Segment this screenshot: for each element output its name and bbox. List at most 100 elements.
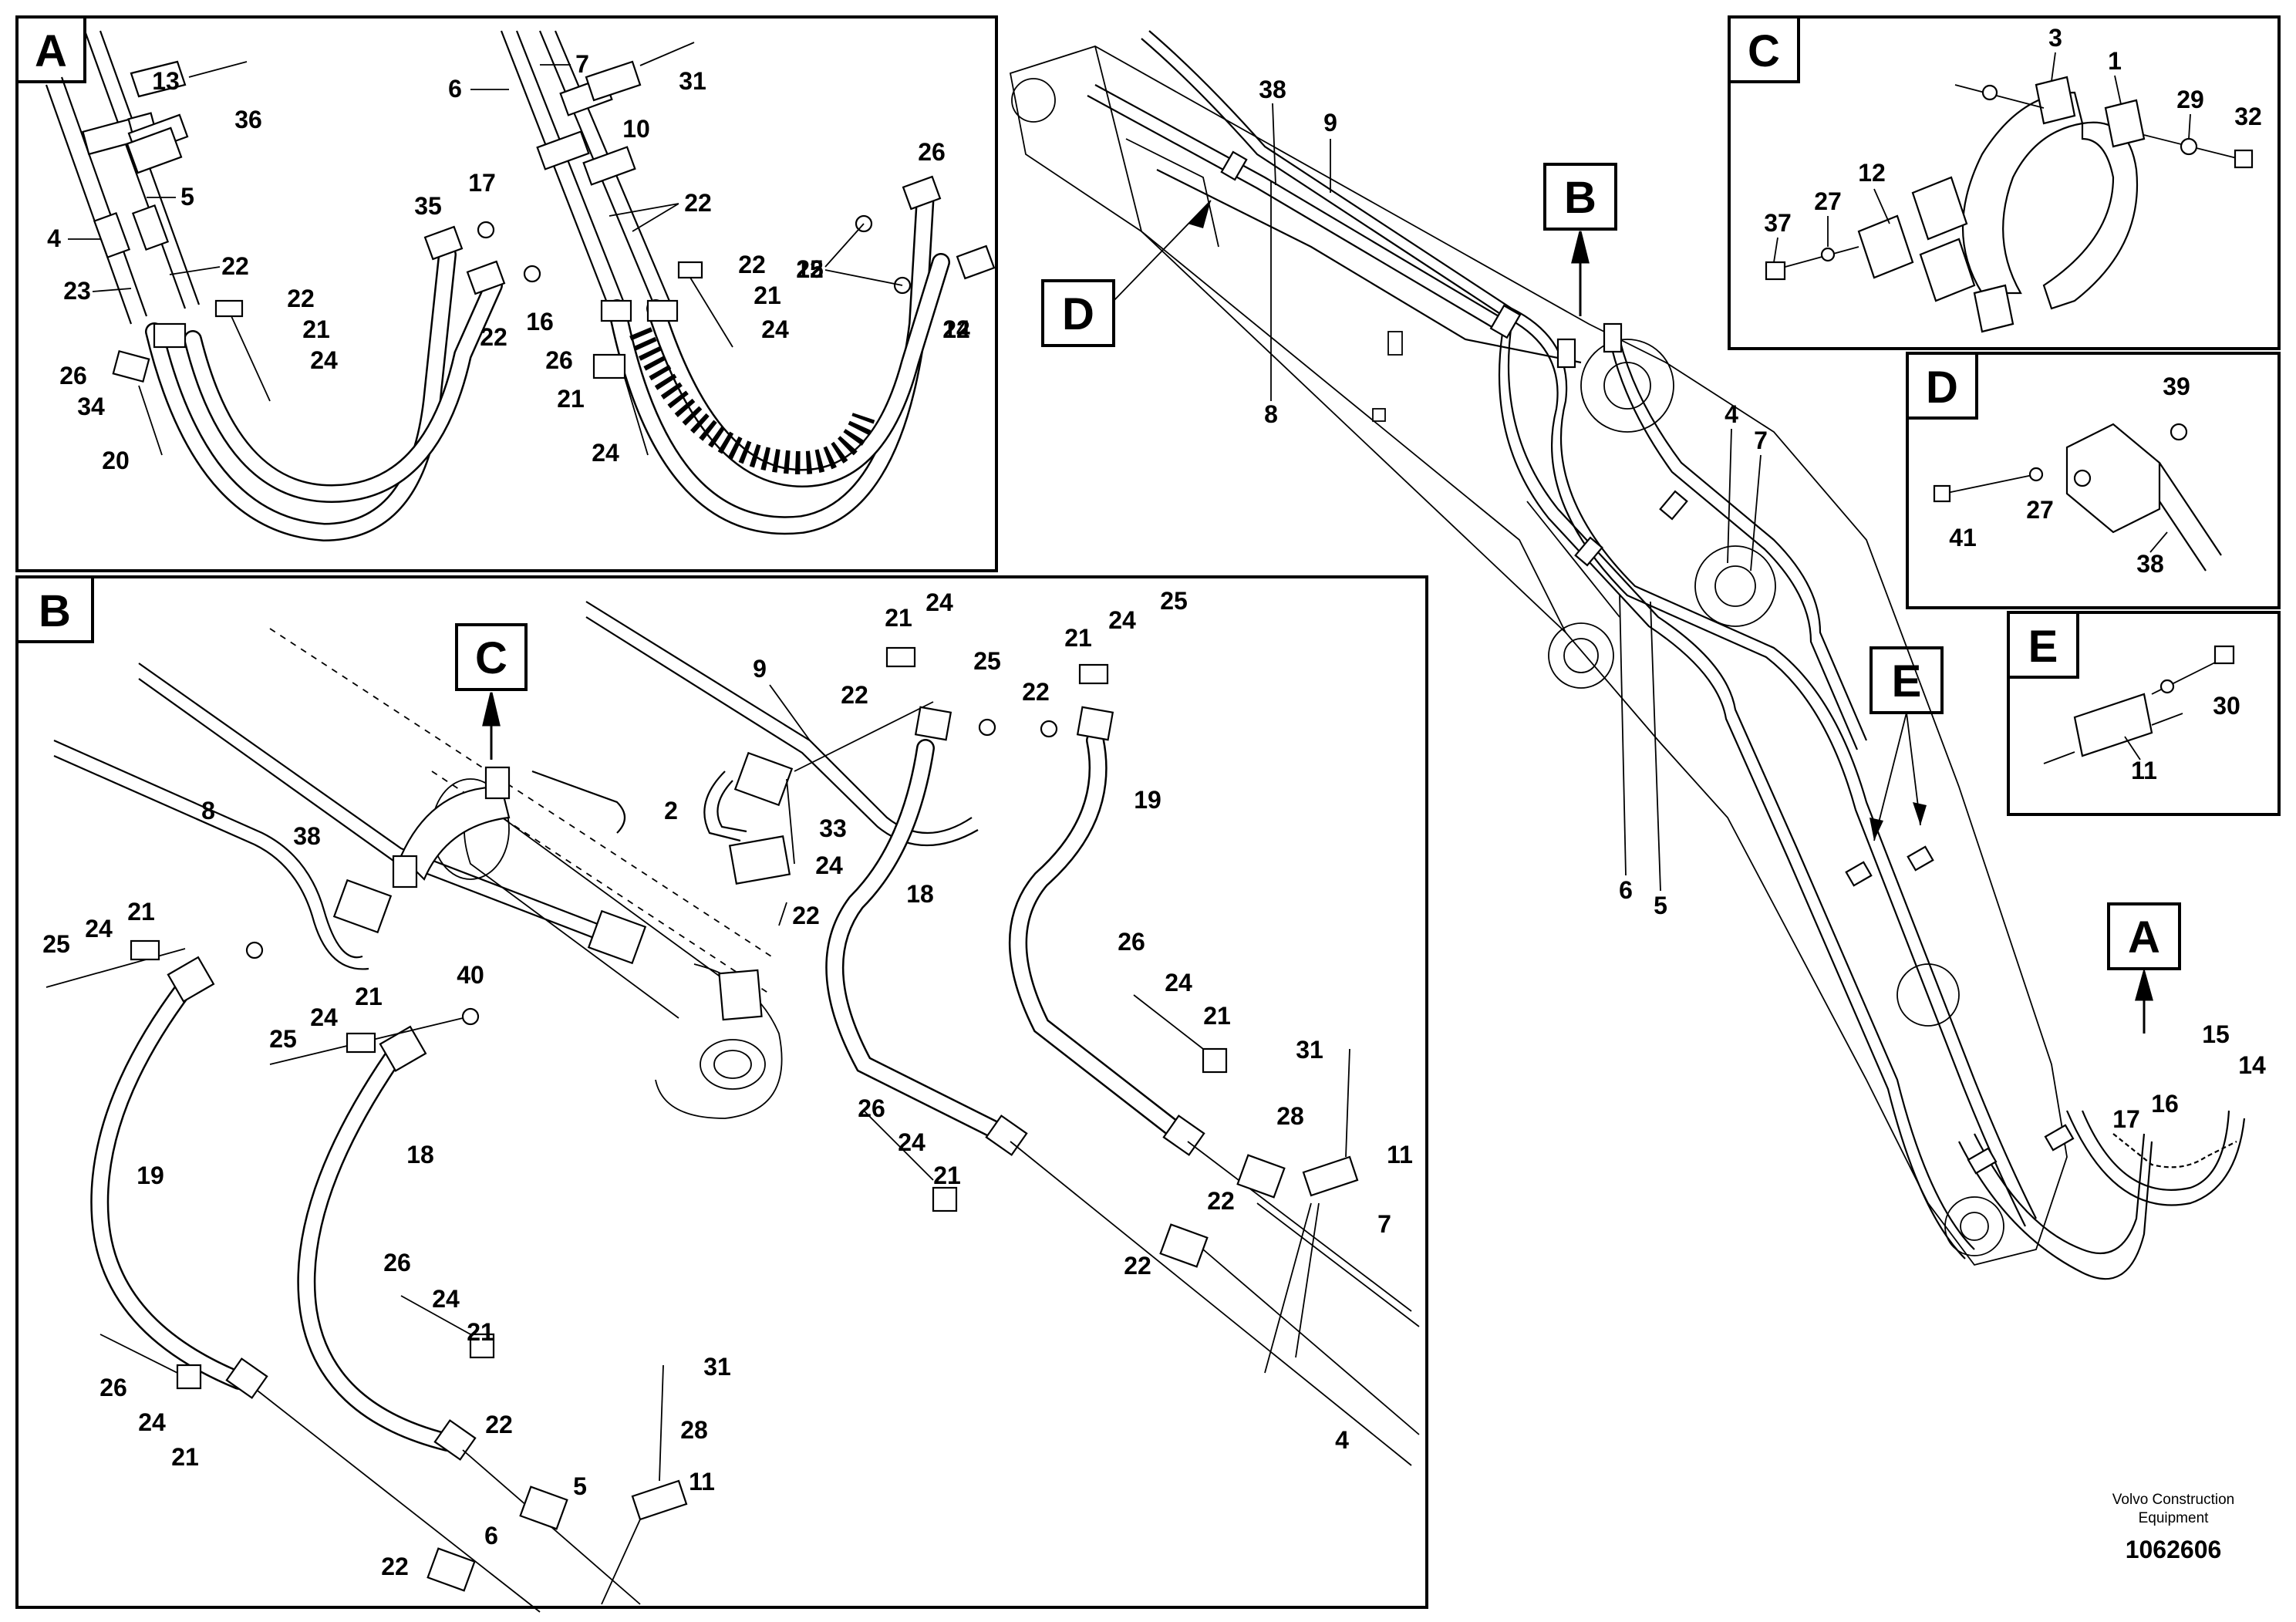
flange-2	[733, 751, 794, 807]
clamp	[536, 130, 590, 170]
callout: 38	[293, 822, 321, 850]
callout: 27	[1814, 187, 1842, 215]
boom-plate	[1125, 138, 1219, 248]
o-ring	[1040, 720, 1058, 738]
pipe-clamp	[426, 1547, 476, 1592]
callout: 31	[703, 1353, 731, 1381]
leader	[601, 1519, 641, 1605]
callout: 31	[1296, 1036, 1323, 1064]
o-ring	[245, 941, 264, 959]
leader	[1264, 1202, 1320, 1374]
overview-clamp	[1574, 536, 1603, 567]
callout: 19	[1134, 786, 1161, 814]
elbow-15	[902, 175, 942, 211]
callout: 22	[1124, 1252, 1151, 1280]
callout: 24	[85, 915, 113, 943]
flange	[332, 878, 393, 934]
hose-ferrule	[433, 1419, 477, 1461]
elbow	[914, 706, 952, 741]
callout: 6	[448, 75, 462, 103]
bolt-26	[400, 1295, 471, 1335]
callout: 15	[796, 255, 824, 283]
view-b-label: B	[39, 586, 71, 636]
o-ring-22	[477, 221, 495, 239]
callout: 22	[684, 189, 712, 217]
clamp-half-11	[631, 1479, 688, 1521]
boom-bracket	[1387, 331, 1403, 356]
elbow	[1076, 706, 1114, 741]
elbow	[379, 1025, 427, 1072]
callout: 34	[77, 393, 105, 420]
overview-hose	[1974, 1133, 2146, 1255]
overview-pipe	[1618, 339, 1868, 741]
callout: 25	[269, 1025, 297, 1053]
clamp-21	[1202, 1047, 1228, 1074]
hose-19	[90, 978, 248, 1390]
callout: 14	[2238, 1051, 2266, 1079]
detail-view-c: C 3 1 29 32 12 27 37	[1728, 15, 2281, 350]
pipe	[60, 76, 148, 317]
boom-pin	[1011, 78, 1056, 123]
brand-line-1: Volvo Construction	[2112, 1492, 2234, 1508]
callout: 6	[484, 1522, 498, 1549]
spring-guard	[629, 327, 875, 475]
clamp-tab	[1973, 284, 2014, 333]
bolt-36	[188, 61, 248, 78]
callout: 22	[738, 251, 766, 278]
callout: 17	[468, 169, 496, 197]
view-ref-a-letter: A	[2128, 912, 2160, 963]
callout: 26	[383, 1249, 411, 1276]
bolt-26	[863, 1110, 934, 1181]
detail-view-e: E 30 11	[2007, 611, 2281, 816]
clamp-half-13	[126, 126, 183, 174]
fitting-34	[112, 349, 150, 383]
cylinder-eye	[700, 1039, 766, 1090]
bolt-31	[659, 1364, 664, 1482]
bolt-line	[1954, 84, 2045, 109]
pipe	[254, 1388, 541, 1613]
detail-view-d: D 39 27 41 38	[1906, 352, 2281, 609]
clamp-tab	[2104, 99, 2146, 148]
boom-outline	[1009, 46, 2068, 1266]
callout: 21	[754, 282, 781, 309]
overview-pipe	[1610, 348, 1859, 750]
callout: 26	[1118, 928, 1145, 956]
clamp-block	[2065, 423, 2161, 534]
bolt-26	[624, 377, 649, 456]
view-d-frame	[1906, 352, 2281, 609]
block-12	[1857, 214, 1914, 279]
callout: 17	[2112, 1105, 2140, 1133]
overview-hose	[1958, 1141, 2153, 1280]
view-ref-a: A	[2107, 902, 2181, 1034]
hose	[646, 253, 950, 488]
clamp-tab	[2035, 76, 2076, 125]
pipe-38	[531, 770, 626, 834]
clamp-half-10	[585, 60, 642, 102]
overview-pipe	[1094, 84, 1975, 1250]
washer-29	[2180, 137, 2198, 156]
callout: 22	[287, 285, 315, 312]
overview-clamp	[1603, 322, 1623, 353]
callout: 36	[234, 106, 262, 133]
clamp-21	[1078, 663, 1109, 685]
pipe	[83, 30, 187, 309]
clamp-21	[214, 299, 244, 318]
cylinder-hidden	[269, 628, 772, 996]
callout: 28	[680, 1416, 708, 1444]
elbow	[167, 956, 215, 1003]
callout: 7	[575, 50, 589, 78]
footer: Volvo Construction Equipment 1062606	[2112, 1492, 2234, 1563]
pipe-clamp	[1159, 1223, 1209, 1268]
callout: 22	[942, 315, 970, 343]
flange-2	[728, 835, 791, 885]
callout: 26	[858, 1094, 885, 1122]
clamp-21	[346, 1032, 376, 1054]
callout: 26	[99, 1374, 127, 1401]
bolt-31	[1345, 1048, 1350, 1158]
callout: 21	[171, 1443, 199, 1471]
boom-edge	[1526, 501, 1620, 618]
callout: 24	[310, 1003, 338, 1031]
boom-bracket	[1372, 408, 1386, 422]
callout: 24	[138, 1408, 166, 1436]
cylinder-clamp	[400, 785, 511, 881]
